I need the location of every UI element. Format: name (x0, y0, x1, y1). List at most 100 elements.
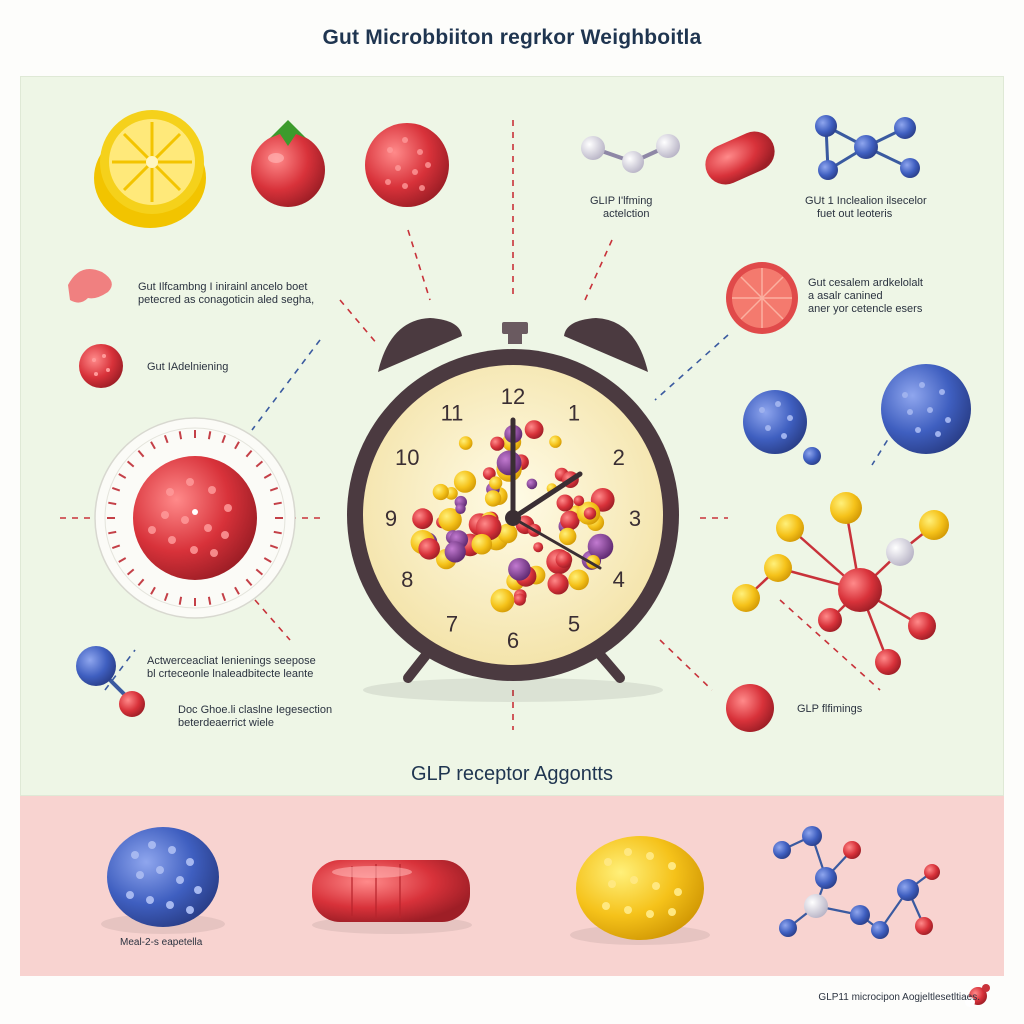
clock-dot (526, 478, 538, 490)
clock-number-11: 11 (441, 400, 464, 425)
dial-tick (255, 460, 264, 468)
blue-cell-icon (101, 827, 225, 934)
dial-tick (126, 460, 135, 468)
dial-tick (163, 592, 169, 602)
dial-tick (118, 557, 127, 563)
clock-dot (559, 527, 577, 546)
clock-dot (484, 490, 502, 507)
dial-tick (137, 449, 145, 458)
dial-tick (269, 544, 279, 550)
clock-dot (555, 551, 573, 568)
dial-tick (234, 586, 240, 595)
dial-tick (178, 431, 183, 440)
page-title: Gut Microbbiiton regrkor Weighboitla (322, 26, 702, 49)
clock-number-1: 1 (568, 400, 580, 425)
dial-tick (150, 441, 156, 450)
label-glp-right: GLP flfimings (797, 703, 863, 715)
clock-dot (508, 558, 531, 581)
clock-number-12: 12 (501, 384, 525, 409)
dial-tick (221, 592, 227, 602)
capsule-icon (68, 268, 112, 303)
dial-tick (111, 544, 121, 550)
molecule-icon (815, 115, 920, 180)
dial-tick (118, 473, 127, 479)
red-cell-icon (726, 262, 798, 334)
clock-dot (471, 533, 493, 555)
clock-dot (490, 588, 515, 613)
clock-dot (496, 450, 522, 476)
virus-icon (965, 984, 990, 1007)
clock-number-6: 6 (507, 628, 519, 653)
capsule-icon (312, 860, 472, 934)
dial-tick (269, 486, 279, 492)
dial-tick (150, 586, 156, 595)
footer-caption: GLP11 microcipon Aogjeltlesetltiaes. (818, 992, 980, 1003)
dial-tick (108, 501, 117, 506)
dial-tick (245, 449, 253, 458)
dial-tick (137, 578, 145, 587)
tomato-icon (251, 120, 325, 207)
dial-tick (263, 557, 272, 563)
clock-dot (489, 476, 503, 490)
red-cell-icon (79, 344, 123, 388)
clock-dot (533, 542, 544, 553)
clock-dot (438, 508, 462, 532)
label-gut-left-2: Gut IAdelniening (147, 361, 229, 373)
label-bottom-left: Meal-2-s eapetella (120, 937, 203, 948)
clock-dot (497, 523, 518, 544)
blue-cell-icon (881, 364, 971, 454)
clock-dot (556, 494, 574, 512)
clock-number-3: 3 (629, 506, 641, 531)
capsule-icon (705, 131, 775, 185)
clock-dot (482, 467, 496, 480)
clock-dot (490, 436, 505, 451)
clock-dot (549, 435, 562, 448)
clock-number-10: 10 (395, 445, 419, 470)
clock-number-7: 7 (446, 612, 458, 637)
clock-number-4: 4 (613, 567, 625, 592)
clock-dot (587, 533, 614, 560)
molecule-icon (732, 492, 949, 675)
lemon-icon (94, 110, 206, 228)
dial-tick (245, 578, 253, 587)
dial-tick (273, 501, 282, 506)
dial-tick (263, 473, 272, 479)
clock-dot (453, 470, 477, 493)
dial-tick (221, 434, 227, 444)
blue-cell-icon (743, 390, 821, 465)
clock-dot (583, 507, 597, 520)
dial-tick (255, 568, 264, 576)
yellow-cell-icon (570, 836, 710, 945)
clock-dot (458, 436, 473, 450)
dial-cell-icon (94, 417, 296, 619)
clock-number-9: 9 (385, 506, 397, 531)
clock-dot (560, 510, 580, 531)
dial-tick (108, 530, 117, 535)
clock-dot (444, 541, 466, 563)
clock-dot (418, 538, 441, 560)
molecule-icon (581, 134, 680, 173)
clock-number-5: 5 (568, 612, 580, 637)
clock-dot (455, 503, 466, 514)
clock-number-8: 8 (401, 567, 413, 592)
clock-dot (547, 573, 569, 595)
dial-tick (207, 596, 212, 605)
clock-dot (568, 569, 589, 591)
dial-tick (163, 434, 169, 444)
clock-dot (524, 420, 544, 439)
dial-tick (178, 596, 183, 605)
dial-tick (111, 486, 121, 492)
dial-tick (207, 431, 212, 440)
red-cell-icon (726, 684, 774, 732)
dial-tick (273, 530, 282, 535)
clock-dot (573, 495, 585, 507)
clock-dot (513, 593, 526, 606)
